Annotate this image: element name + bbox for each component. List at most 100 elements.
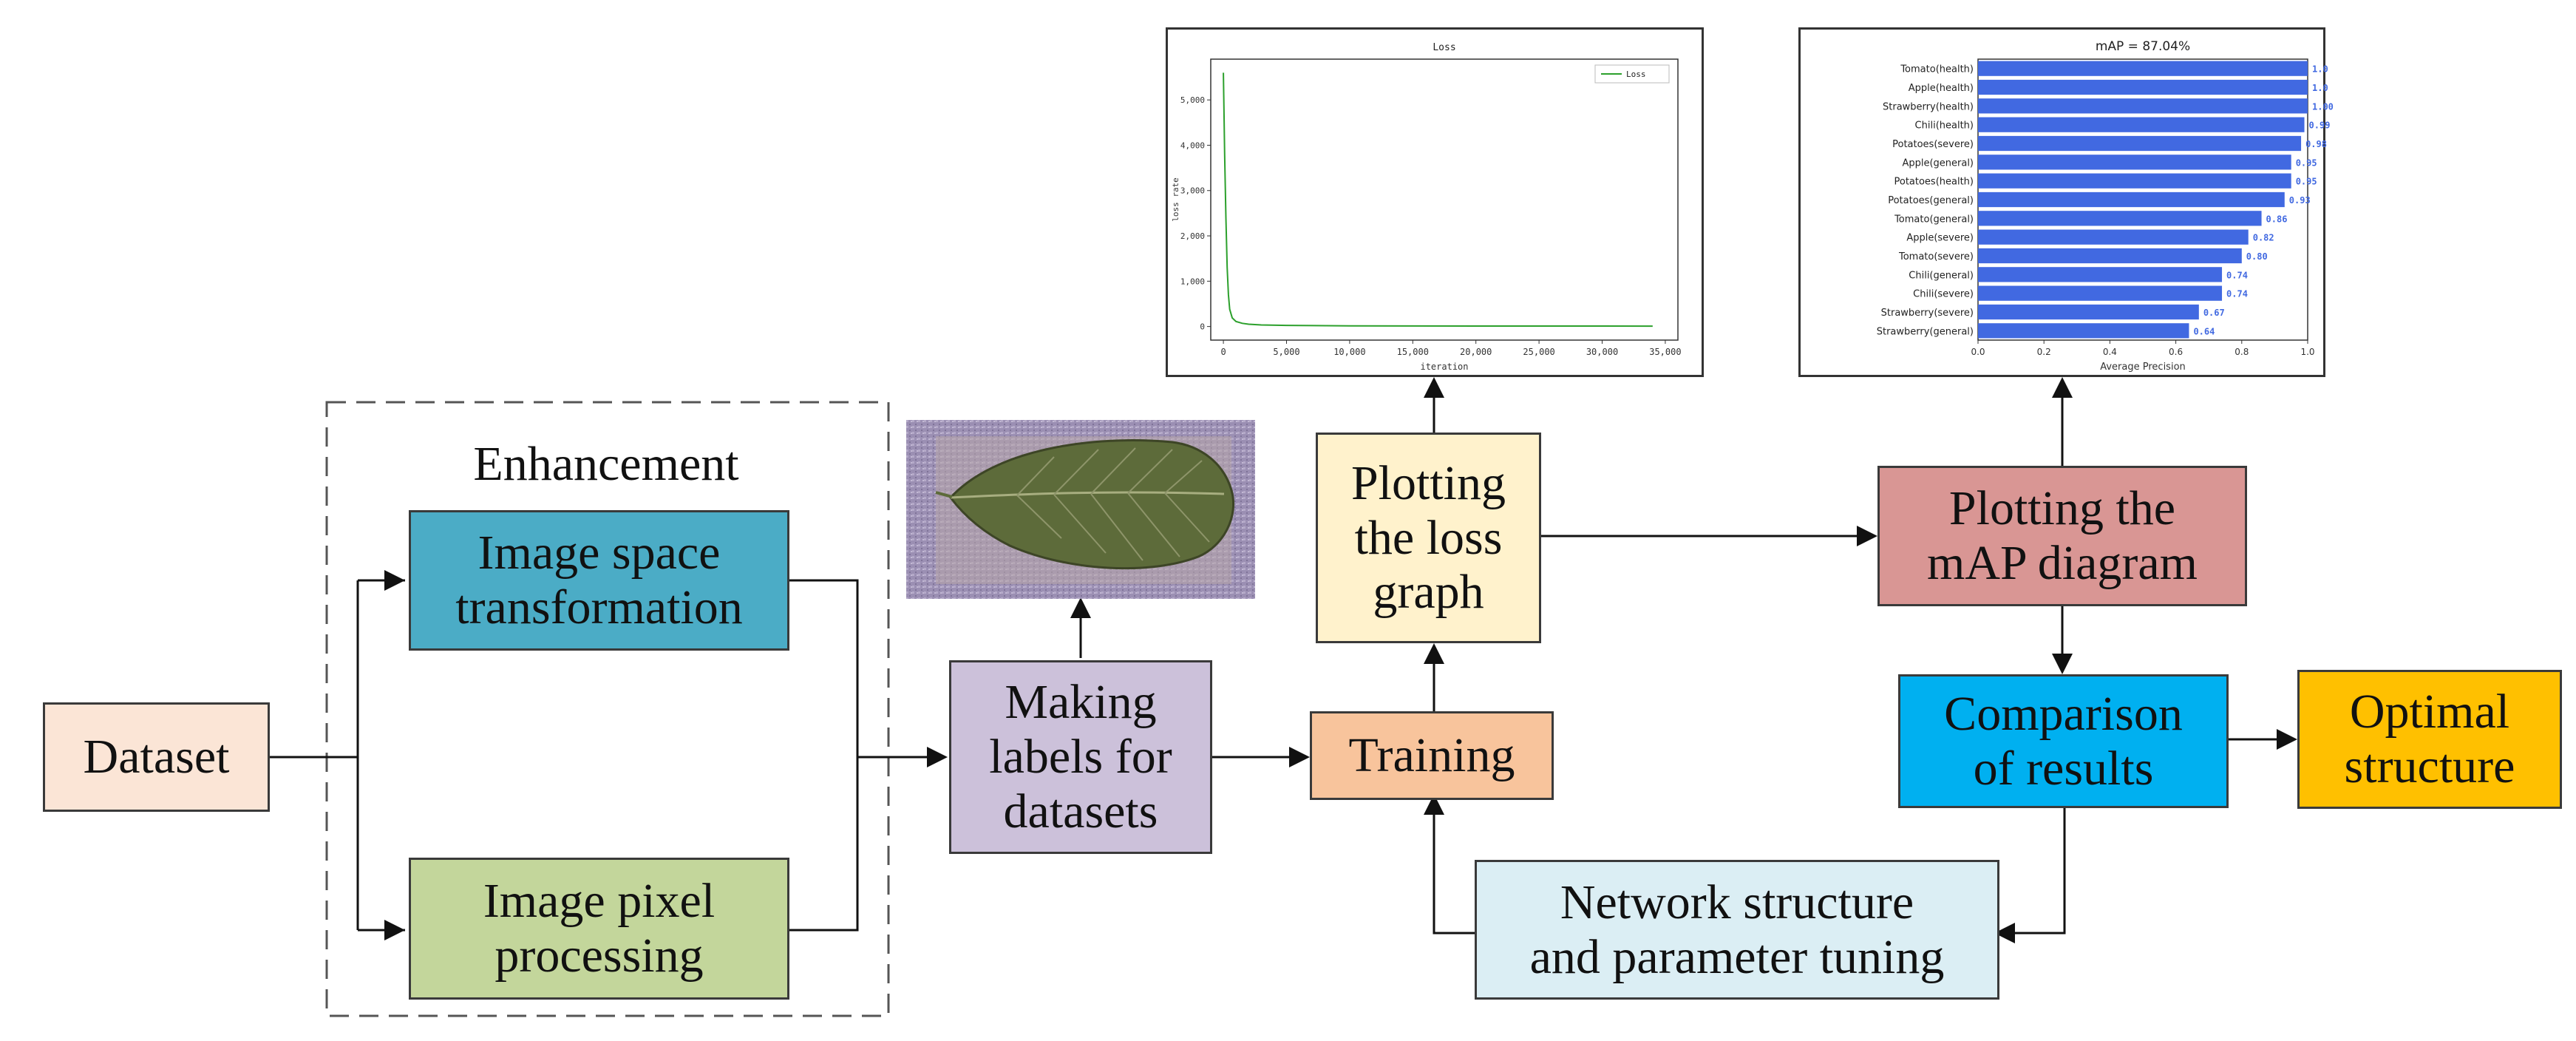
loss-x-tick-label: 30,000: [1586, 347, 1618, 357]
node-dataset: Dataset: [43, 702, 270, 812]
map-bar: [1978, 173, 2291, 189]
map-category-label: Tomato(general): [1894, 214, 1974, 225]
loss-chart-title: Loss: [1433, 42, 1455, 53]
map-bar: [1978, 304, 2199, 320]
map-value-label: 1.0: [2312, 83, 2328, 93]
edge-image-space-merge: [789, 579, 859, 932]
enhancement-label: Enhancement: [473, 437, 739, 491]
enhancement-region: [325, 401, 890, 1017]
map-x-tick-label: 0.2: [2037, 347, 2051, 357]
node-network-structure-tuning: Network structure and parameter tuning: [1475, 860, 1999, 1000]
map-bar: [1978, 267, 2223, 282]
arrowhead: [1424, 643, 1444, 664]
arrowhead: [384, 570, 405, 591]
arrowhead: [1070, 597, 1091, 618]
map-category-label: Chili(severe): [1913, 289, 1974, 300]
map-x-tick-label: 0.6: [2169, 347, 2183, 357]
loss-x-tick-label: 10,000: [1333, 347, 1365, 357]
map-value-label: 0.99: [2309, 121, 2331, 131]
map-bar: [1978, 248, 2242, 264]
loss-x-tick-label: 35,000: [1649, 347, 1681, 357]
map-bar: [1978, 61, 2308, 76]
map-x-tick-label: 1.0: [2300, 347, 2314, 357]
loss-y-tick-label: 4,000: [1180, 140, 1205, 150]
loss-y-tick-label: 3,000: [1180, 186, 1205, 196]
map-x-tick-label: 0.0: [1971, 347, 1985, 357]
arrowhead: [1857, 526, 1877, 546]
arrowhead: [927, 747, 948, 767]
arrowhead: [1994, 923, 2015, 943]
loss-x-axis-label: iteration: [1420, 362, 1468, 372]
map-value-label: 0.74: [2226, 270, 2248, 280]
map-x-tick-label: 0.4: [2103, 347, 2117, 357]
map-category-label: Potatoes(health): [1894, 177, 1974, 188]
map-value-label: 0.93: [2289, 195, 2311, 206]
leaf-sample-image: [906, 420, 1255, 599]
map-bar: [1978, 285, 2223, 301]
loss-y-tick-label: 1,000: [1180, 277, 1205, 286]
map-category-label: Apple(severe): [1906, 233, 1974, 244]
map-category-label: Strawberry(general): [1877, 326, 1974, 337]
map-value-label: 0.74: [2226, 289, 2248, 299]
map-category-label: Tomato(health): [1900, 64, 1974, 75]
map-category-label: Strawberry(health): [1883, 101, 1974, 112]
map-category-label: Chili(general): [1909, 270, 1974, 281]
map-value-label: 0.82: [2253, 233, 2274, 243]
loss-y-tick-label: 2,000: [1180, 231, 1205, 241]
map-value-label: 0.95: [2296, 177, 2317, 187]
map-value-label: 0.98: [2305, 139, 2327, 149]
map-value-label: 0.64: [2193, 326, 2215, 336]
map-category-label: Tomato(severe): [1898, 251, 1974, 262]
arrowhead: [384, 920, 405, 940]
loss-x-tick-label: 15,000: [1397, 347, 1429, 357]
loss-legend: Loss: [1594, 64, 1670, 84]
arrowhead: [1289, 747, 1310, 767]
map-bar: [1978, 135, 2302, 152]
map-category-label: Apple(general): [1902, 157, 1974, 169]
loss-x-tick-label: 25,000: [1523, 347, 1554, 357]
map-x-tick-label: 0.8: [2235, 347, 2249, 357]
loss-y-tick-label: 0: [1200, 322, 1205, 332]
map-bar: [1978, 155, 2291, 170]
map-bar: [1978, 211, 2262, 226]
node-training: Training: [1310, 711, 1554, 800]
loss-chart-panel: Loss 0 5,000 10,000 15,000 20,000 25,000 30,000…: [1166, 27, 1704, 377]
map-category-label: Potatoes(general): [1888, 195, 1974, 206]
arrowhead: [1424, 794, 1444, 815]
map-chart: mAP = 87.04%Tomato(health)1.0Apple(healt…: [1877, 39, 2334, 373]
loss-x-tick-label: 0: [1220, 347, 1226, 357]
map-value-label: 0.86: [2266, 214, 2288, 224]
map-bar: [1978, 323, 2189, 339]
map-bar: [1978, 229, 2249, 245]
loss-y-tick-label: 5,000: [1180, 95, 1205, 105]
map-value-label: 0.95: [2296, 157, 2317, 168]
map-x-axis-label: Average Precision: [2100, 362, 2186, 373]
leaf-illustration: [906, 420, 1255, 599]
map-chart-title: mAP = 87.04%: [2096, 39, 2190, 54]
arrowhead: [2052, 377, 2073, 398]
map-bar: [1978, 79, 2308, 95]
edge-network-training: [1433, 800, 1475, 935]
loss-x-tick-label: 20,000: [1460, 347, 1492, 357]
node-image-space-transformation: Image space transformation: [409, 510, 789, 651]
map-bar: [1978, 117, 2305, 132]
loss-plot-frame: [1210, 58, 1679, 341]
node-plotting-loss-graph: Plotting the loss graph: [1316, 433, 1541, 643]
loss-x-tick-label: 5,000: [1273, 347, 1299, 357]
node-image-pixel-processing: Image pixel processing: [409, 858, 789, 1000]
node-making-labels: Making labels for datasets: [949, 660, 1212, 854]
map-value-label: 0.80: [2246, 251, 2268, 262]
map-category-label: Potatoes(severe): [1892, 139, 1974, 150]
node-plotting-map-diagram: Plotting the mAP diagram: [1877, 466, 2247, 606]
arrowhead: [2052, 654, 2073, 674]
map-category-label: Chili(health): [1915, 121, 1974, 132]
edge-comparison-network: [1999, 808, 2066, 935]
map-value-label: 1.0: [2312, 64, 2328, 75]
arrowhead: [2277, 729, 2297, 750]
map-value-label: 1.00: [2312, 101, 2334, 112]
map-bar: [1978, 191, 2285, 208]
map-value-label: 0.67: [2203, 308, 2225, 318]
loss-series-line: [1223, 72, 1653, 328]
